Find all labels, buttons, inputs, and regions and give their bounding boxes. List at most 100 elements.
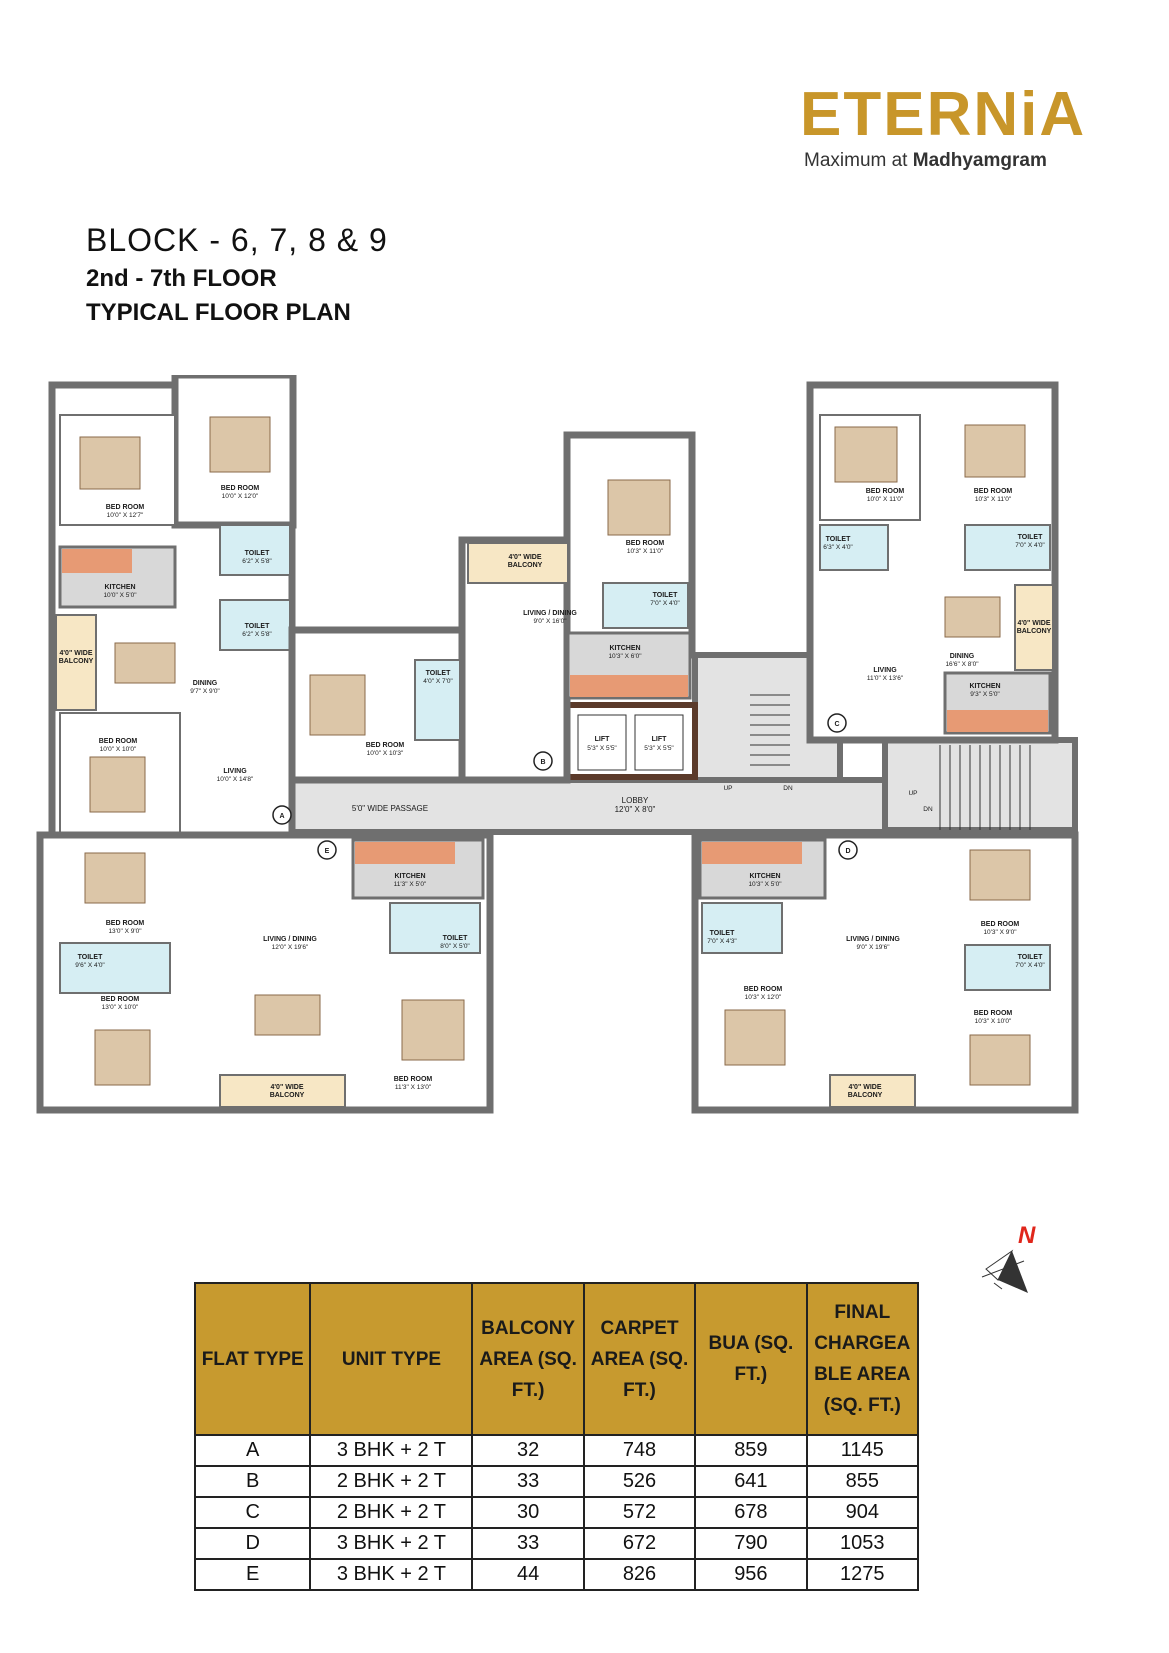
b-bed2-label: BED ROOM [366,742,405,749]
col-bua: BUA (SQ. FT.) [694,1282,808,1436]
c-bed1-label: BED ROOM [866,488,905,495]
col-unit-type: UNIT TYPE [309,1282,474,1436]
e-kitchen-label: KITCHEN [394,873,425,880]
c-living-dim: 11'0" X 13'6" [867,675,904,682]
c-dining-dim: 16'6" X 8'0" [945,661,979,668]
c-balcony-label: 4'0" WIDE [1018,620,1051,627]
a-bed2-dim: 10'0" X 12'0" [222,493,259,500]
flat-markers: A B C D E [272,713,858,860]
d-toilet2-label: TOILET [1018,954,1043,961]
cell-bua: 859 [694,1434,808,1467]
c-toilet2-dim: 7'0" X 4'0" [1015,542,1045,549]
stair-dn-label-2: DN [923,806,933,813]
e-toilet2-label: TOILET [443,935,468,942]
lift2-dim: 5'3" X 5'5" [644,745,674,752]
d-kitchen-dim: 10'3" X 5'0" [748,881,782,888]
d-living-label: LIVING / DINING [846,936,900,943]
flat-b: 4'0" WIDE BALCONY BED ROOM 10'3" X 11'0"… [288,431,696,784]
cell-flat-type: A [193,1434,312,1467]
a-living-dim: 10'0" X 14'8" [217,776,254,783]
cell-carpet-area: 572 [582,1496,697,1529]
a-bed3-dim: 10'0" X 10'0" [100,746,137,753]
cell-unit-type: 3 BHK + 2 T [309,1527,474,1560]
a-bed1-label: BED ROOM [106,504,145,511]
stair-steps [750,694,1031,830]
b-balcony-label2: BALCONY [508,562,543,569]
cell-carpet-area: 748 [582,1434,697,1467]
block-title: BLOCK - 6, 7, 8 & 9 [86,222,388,258]
cell-carpet-area: 672 [582,1527,697,1560]
e-bed1-label: BED ROOM [106,920,145,927]
d-bed1-dim: 10'3" X 12'0" [745,994,782,1001]
d-kitchen-label: KITCHEN [749,873,780,880]
b-balcony-label: 4'0" WIDE [509,554,542,561]
cell-balcony-area: 33 [471,1527,585,1560]
a-kitchen-dim: 10'0" X 5'0" [103,592,137,599]
c-toilet1-label: TOILET [826,536,851,543]
flat-a: BED ROOM 10'0" X 12'7" BED ROOM 10'0" X … [48,375,297,839]
b-toilet2-dim: 4'0" X 7'0" [423,678,453,685]
marker-a: A [279,813,284,820]
lift1-dim: 5'3" X 5'5" [587,745,617,752]
c-dining-label: DINING [950,653,975,660]
e-balcony-label: 4'0" WIDE [271,1084,304,1091]
marker-c: C [834,721,839,728]
cell-bua: 678 [694,1496,808,1529]
table-row: E 3 BHK + 2 T 44 826 956 1275 [193,1558,920,1591]
table-row: A 3 BHK + 2 T 32 748 859 1145 [193,1434,920,1467]
b-toilet1-dim: 7'0" X 4'0" [650,600,680,607]
flat-e: BED ROOM 13'0" X 9'0" TOILET 9'6" X 4'0"… [36,831,494,1114]
cell-flat-type: D [193,1527,312,1560]
brand-logo: ETERNiA Maximum at Madhyamgram [800,80,1084,172]
cell-balcony-area: 30 [471,1496,585,1529]
compass-label: N [1018,1225,1036,1249]
c-bed2-dim: 10'3" X 11'0" [975,496,1012,503]
lift2-label: LIFT [652,736,667,743]
b-living-label: LIVING / DINING [523,610,577,617]
cell-final-area: 1053 [805,1527,920,1560]
d-bed3-dim: 10'3" X 10'0" [975,1018,1012,1025]
b-kitchen-dim: 10'3" X 6'0" [608,653,642,660]
heading: BLOCK - 6, 7, 8 & 9 2nd - 7th FLOOR TYPI… [86,222,388,327]
area-table: FLAT TYPE UNIT TYPE BALCONY AREA (SQ. FT… [193,1282,920,1591]
floor-plan: LIFT 5'3" X 5'5" LIFT 5'3" X 5'5" 5'0" W… [36,375,1079,1114]
passage-label: 5'0" WIDE PASSAGE [352,804,428,813]
a-balcony-label2: BALCONY [59,658,94,665]
floor-range: 2nd - 7th FLOOR [86,265,277,292]
b-bed2-dim: 10'0" X 10'3" [367,750,404,757]
cell-final-area: 904 [805,1496,920,1529]
e-toilet2-dim: 8'0" X 5'0" [440,943,470,950]
c-balcony-label2: BALCONY [1017,628,1052,635]
d-bed3-label: BED ROOM [974,1010,1013,1017]
marker-b: B [540,759,545,766]
cell-flat-type: B [193,1465,312,1498]
cell-bua: 641 [694,1465,808,1498]
cell-balcony-area: 44 [471,1558,585,1591]
cell-unit-type: 3 BHK + 2 T [309,1434,474,1467]
cell-bua: 790 [694,1527,808,1560]
col-final-chargeable-area: FINAL CHARGEA BLE AREA (SQ. FT.) [805,1282,920,1436]
c-toilet2-label: TOILET [1018,534,1043,541]
b-kitchen-label: KITCHEN [609,645,640,652]
cell-final-area: 1275 [805,1558,920,1591]
a-toilet1-dim: 6'2" X 5'8" [242,558,272,565]
c-toilet1-dim: 6'3" X 4'0" [823,544,853,551]
cell-flat-type: E [193,1558,312,1591]
d-toilet1-dim: 7'0" X 4'3" [707,938,737,945]
stair-dn-label-1: DN [783,785,793,792]
e-living-dim: 12'0" X 19'6" [272,944,309,951]
cell-carpet-area: 526 [582,1465,697,1498]
a-toilet2-dim: 6'2" X 5'8" [242,631,272,638]
a-living-label: LIVING [223,768,247,775]
marker-e: E [325,848,330,855]
col-flat-type: FLAT TYPE [193,1282,312,1436]
b-bed1-label: BED ROOM [626,540,665,547]
a-kitchen-label: KITCHEN [104,584,135,591]
a-dining-label: DINING [193,680,218,687]
e-toilet1-dim: 9'6" X 4'0" [75,962,105,969]
stair-up-label-2: UP [908,790,917,797]
cell-unit-type: 2 BHK + 2 T [309,1496,474,1529]
cell-final-area: 1145 [805,1434,920,1467]
a-dining-dim: 9'7" X 9'0" [190,688,220,695]
b-toilet2-label: TOILET [426,670,451,677]
